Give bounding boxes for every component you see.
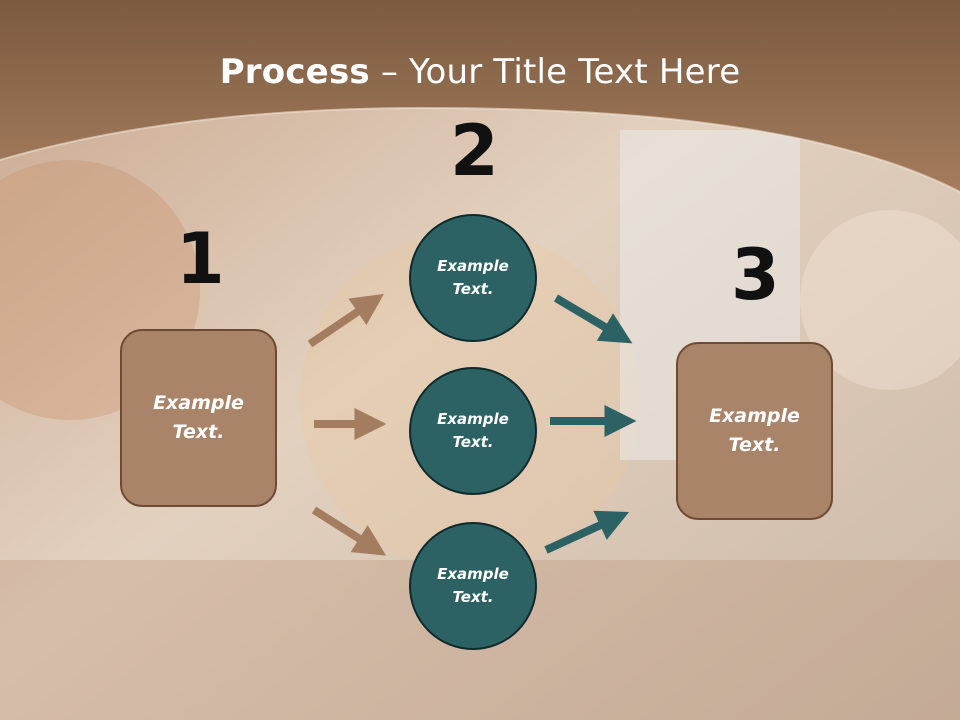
step-number-2: 2 [450,110,499,192]
photo-shape-right-glove [800,210,960,390]
step-number-3: 3 [731,234,780,316]
right-box[interactable]: Example Text. [676,342,833,520]
circle-middle-text: Example Text. [437,410,509,451]
header-band [0,0,960,192]
step-number-1: 1 [176,218,225,300]
circle-bottom-text: Example Text. [437,565,509,606]
circle-top-text: Example Text. [437,257,509,298]
circle-bottom[interactable]: Example Text. [409,522,537,650]
right-box-text: Example Text. [709,405,800,456]
title-bold: Process [219,52,370,92]
left-box[interactable]: Example Text. [120,329,277,507]
arrow-box-to-bottom [311,506,387,556]
slide-title: Process – Your Title Text Here [0,52,960,92]
circle-middle[interactable]: Example Text. [409,367,537,495]
left-box-text: Example Text. [153,392,244,443]
title-rest: – Your Title Text Here [369,52,741,92]
arrow-top-to-box [553,294,633,344]
arrow-box-to-top [307,293,384,348]
circle-top[interactable]: Example Text. [409,214,537,342]
header-curve-highlight [0,106,960,193]
arrow-bottom-to-box [544,510,630,554]
